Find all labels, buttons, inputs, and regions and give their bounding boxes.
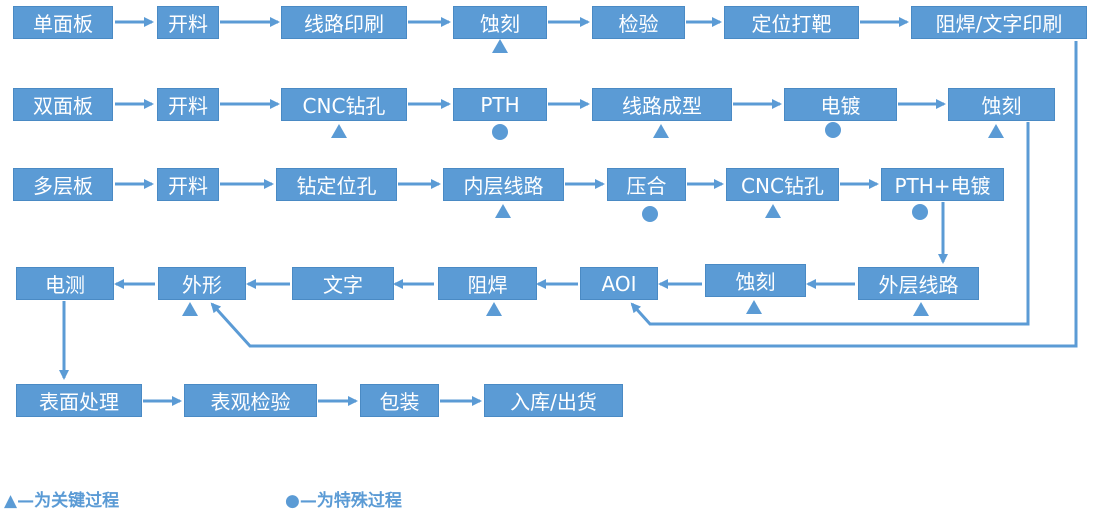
step-visual-inspection: 表观检验	[184, 384, 317, 417]
key-process-triangle-icon	[495, 204, 511, 218]
special-process-circle-icon	[492, 124, 508, 140]
step-warehousing-shipping: 入库/出货	[484, 384, 623, 417]
step-cutting: 开料	[157, 88, 219, 121]
step-lamination: 压合	[607, 168, 686, 201]
step-single-panel: 单面板	[13, 6, 113, 39]
key-process-triangle-icon	[182, 302, 198, 316]
step-inner-layer-circuit: 内层线路	[443, 168, 564, 201]
step-cutting: 开料	[157, 6, 219, 39]
key-process-triangle-icon	[492, 39, 508, 53]
step-pth: PTH	[453, 88, 547, 121]
step-inspection: 检验	[592, 6, 685, 39]
special-process-circle-icon	[642, 206, 658, 222]
key-process-triangle-icon	[653, 124, 669, 138]
step-packaging: 包装	[360, 384, 439, 417]
key-process-triangle-icon	[913, 302, 929, 316]
special-process-circle-icon	[825, 122, 841, 138]
step-etching: 蚀刻	[948, 88, 1055, 121]
step-plating: 电镀	[784, 88, 897, 121]
connector-to-outline	[210, 41, 1078, 348]
step-etching: 蚀刻	[453, 6, 547, 39]
step-pth-plating: PTH+电镀	[881, 168, 1004, 201]
key-process-triangle-icon	[486, 302, 502, 316]
step-electrical-test: 电测	[16, 267, 114, 300]
step-outer-layer-circuit: 外层线路	[858, 267, 979, 300]
step-double-panel: 双面板	[13, 88, 113, 121]
step-etching: 蚀刻	[705, 264, 806, 297]
step-cnc-drilling: CNC钻孔	[281, 88, 407, 121]
step-legend-text: 文字	[292, 267, 394, 300]
legend-key-process: ▲—为关键过程	[4, 491, 120, 511]
step-soldermask-text-printing: 阻焊/文字印刷	[911, 6, 1087, 39]
step-circuit-forming: 线路成型	[592, 88, 732, 121]
step-aoi: AOI	[580, 267, 658, 300]
legend-special-process: ●—为特殊过程	[285, 491, 402, 511]
step-target-positioning: 定位打靶	[724, 6, 859, 39]
step-multilayer-panel: 多层板	[13, 168, 113, 201]
key-process-triangle-icon	[331, 124, 347, 138]
key-process-triangle-icon	[988, 124, 1004, 138]
step-cnc-drilling: CNC钻孔	[726, 168, 839, 201]
step-soldermask: 阻焊	[438, 267, 537, 300]
step-circuit-printing: 线路印刷	[281, 6, 407, 39]
key-process-triangle-icon	[746, 300, 762, 314]
connector-to-aoi	[630, 122, 1030, 326]
step-surface-finish: 表面处理	[16, 384, 142, 417]
key-process-triangle-icon	[765, 204, 781, 218]
special-process-circle-icon	[912, 204, 928, 220]
step-locating-holes: 钻定位孔	[276, 168, 397, 201]
step-outline-profiling: 外形	[158, 267, 246, 300]
step-cutting: 开料	[157, 168, 219, 201]
